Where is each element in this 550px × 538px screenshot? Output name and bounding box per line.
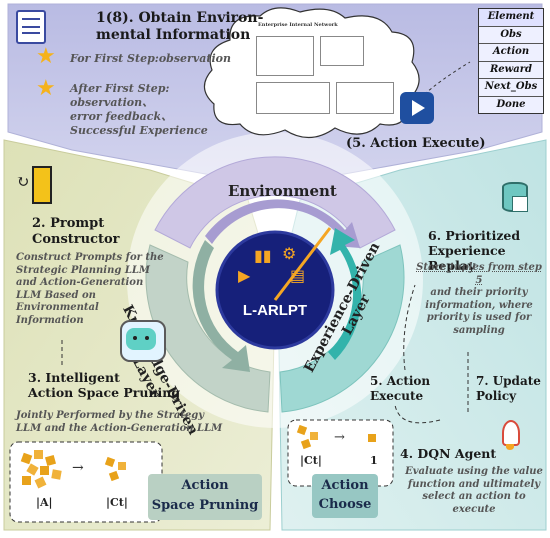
gear-icon: ⚙ (282, 244, 297, 263)
core-label: L-ARLPT (242, 302, 308, 319)
document-icon (16, 10, 46, 44)
action-blocks-choose (296, 424, 324, 450)
action-space-pruning-box: Action Space Pruning (148, 474, 262, 520)
document-icon: ▤ (290, 266, 306, 285)
network-title: Enterprise Internal Network (258, 22, 338, 28)
action-execute-top: (5. Action Execute) (346, 136, 486, 151)
arrow-right-icon: → (72, 460, 84, 476)
table-header: Element (479, 9, 543, 27)
step5-label: 5. Action Execute (370, 374, 431, 403)
one-label: 1 (370, 454, 378, 467)
element-table: Element Obs Action Reward Next_Obs Done (478, 8, 544, 114)
a-label: |A| (36, 496, 53, 509)
table-row: Next_Obs (479, 79, 543, 97)
play-icon (400, 92, 434, 124)
chart-icon: ▮▮ (254, 246, 272, 265)
star-icon: ★ (36, 44, 56, 69)
database-icon (502, 182, 528, 212)
after-step-text: After First Step: observation、 error fee… (70, 82, 208, 137)
action-choose-box: Action Choose (312, 474, 378, 518)
environment-label: Environment (228, 182, 337, 200)
action-blocks-many (20, 450, 64, 489)
step4-desc: Evaluate using the value function and ul… (405, 466, 543, 515)
stack-icon: ↻ (16, 166, 52, 204)
core-icons: ▮▮ ⚙ ▶ ▤ (238, 244, 312, 286)
table-row: Done (496, 98, 526, 110)
action-block-single (368, 434, 376, 442)
rocket-icon (496, 420, 524, 450)
step1-title: 1(8). Obtain Environ- mental Information (96, 10, 264, 43)
table-row: Reward (479, 62, 543, 79)
step3-title: 3. Intelligent Action Space Pruning (28, 370, 181, 400)
step2-desc: Construct Prompts for the Strategic Plan… (16, 252, 164, 326)
step2-title: 2. Prompt Constructor (32, 216, 120, 247)
ct-label: |Ct| (106, 496, 128, 509)
step4-label: 4. DQN Agent (400, 446, 497, 461)
step7-label: 7. Update Policy (476, 374, 541, 403)
robot-icon (120, 320, 166, 362)
arrow-right-icon: → (334, 430, 345, 445)
step6-desc: Store tuples from step 5 and their prior… (416, 262, 542, 336)
step3-desc: Jointly Performed by the Strategy LLM an… (16, 410, 223, 434)
action-blocks-few (104, 456, 132, 484)
network-diagram (250, 32, 400, 118)
table-row: Obs (479, 27, 543, 44)
star-icon: ★ (36, 76, 56, 101)
step6-title: 6. Prioritized Experience Replay (428, 228, 521, 273)
play-icon: ▶ (238, 266, 251, 285)
table-row: Action (479, 44, 543, 62)
ct-label: |Ct| (300, 454, 322, 467)
first-step-text: For First Step:observation (70, 52, 231, 65)
